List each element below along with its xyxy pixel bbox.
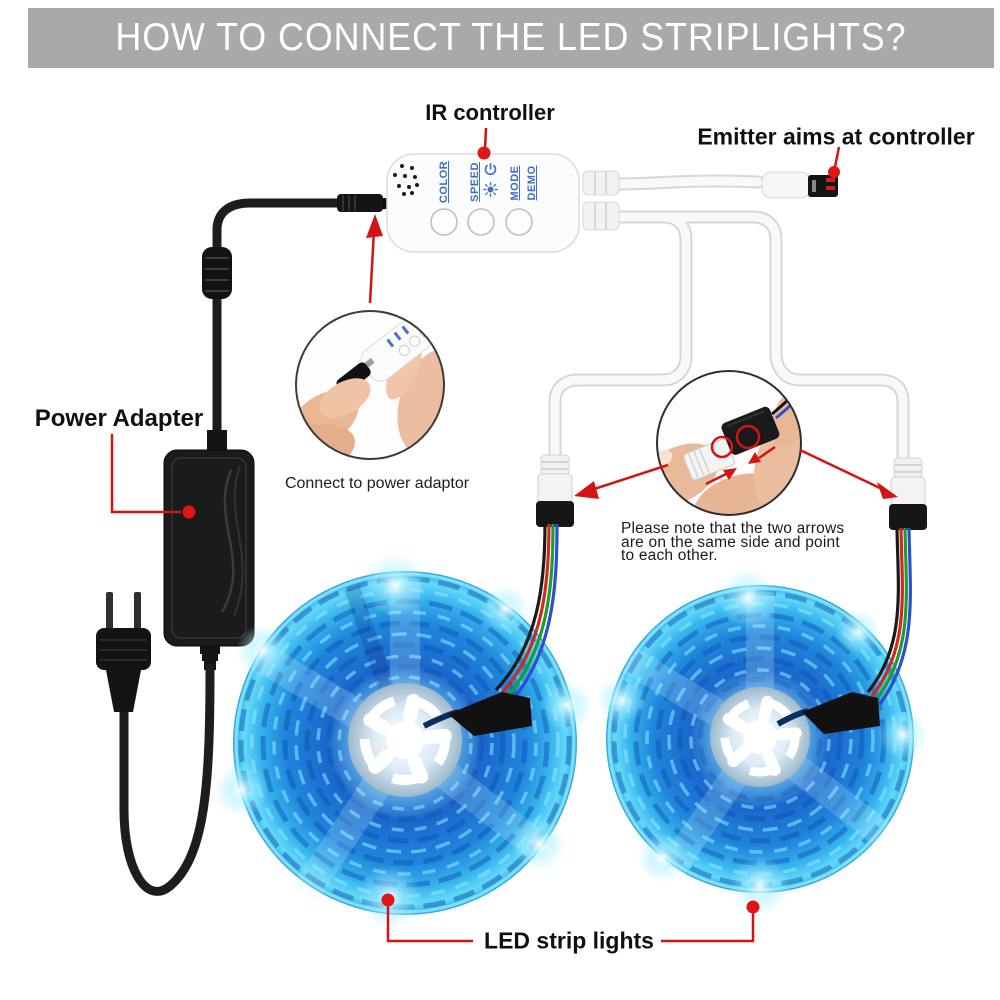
led-callout-dot-left xyxy=(381,893,395,907)
ir-callout-dot xyxy=(477,146,491,160)
led-callout-dot-right xyxy=(746,900,760,914)
inset-arrowhead-a xyxy=(723,468,737,480)
controller-label-color: COLOR xyxy=(438,160,450,204)
reel-lead-connector-left xyxy=(422,692,532,736)
led-reel-left xyxy=(214,553,593,930)
reel-hub-right xyxy=(710,687,810,787)
power-adapter-label: Power Adapter xyxy=(34,405,204,432)
ir-controller-device xyxy=(386,153,620,253)
speed-button xyxy=(467,208,495,236)
arrow-mark-circle-white xyxy=(710,435,734,459)
ribbon-cable-right xyxy=(866,527,912,705)
banner-title: HOW TO CONNECT THE LED STRIPLIGHTS? xyxy=(115,16,907,59)
connect-caption: Connect to power adaptor xyxy=(284,475,470,492)
ir-callout-line xyxy=(483,127,488,150)
arrows-note: Please note that the two arrows are on t… xyxy=(621,520,845,564)
controller-output-cables xyxy=(548,174,910,467)
power-adapter xyxy=(119,430,255,896)
red-arrowheads-dots xyxy=(182,146,898,914)
right-connector-arrowhead xyxy=(877,482,898,499)
banner: HOW TO CONNECT THE LED STRIPLIGHTS? xyxy=(28,8,994,68)
inset-connect-power xyxy=(295,310,445,460)
inset2-connectors xyxy=(683,406,780,481)
inset-arrows-note xyxy=(656,370,802,516)
left-connector-arrow-line xyxy=(587,463,669,493)
led-callout-line-left xyxy=(386,905,473,943)
sun-icon xyxy=(483,182,498,197)
power-callout-dot xyxy=(182,505,196,519)
controller-buttons xyxy=(430,208,533,236)
power-callout-line xyxy=(110,434,181,514)
led-reel-right xyxy=(596,568,928,916)
emitter-callout-dot xyxy=(828,166,840,178)
power-icon xyxy=(484,163,497,176)
reel-hub-left xyxy=(348,683,462,797)
controller-label-demo: DEMO xyxy=(526,165,538,201)
right-connector-arrow-line xyxy=(799,448,883,491)
jack-arrowhead xyxy=(366,214,383,238)
arrows-note-line: Please note that the two arrows xyxy=(621,520,845,537)
red-annotations xyxy=(110,127,883,943)
emitter-label: Emitter aims at controller xyxy=(697,123,975,150)
plug-prong xyxy=(134,592,141,632)
arrow-mark-circle-black xyxy=(735,424,761,450)
controller-label-mode: MODE xyxy=(509,165,521,201)
left-connector-arrowhead xyxy=(574,481,599,499)
ir-controller-label: IR controller xyxy=(425,100,555,125)
ferrite-bead xyxy=(202,247,232,299)
emitter-callout-line xyxy=(833,146,841,168)
inset-arrowhead-b xyxy=(748,452,761,464)
reel-lead-connector-right xyxy=(776,692,880,734)
mode-demo-button xyxy=(505,208,533,236)
arrows-note-line: to each other. xyxy=(621,547,718,564)
dc-jack xyxy=(337,194,390,212)
strip-connector-right xyxy=(889,457,927,530)
ribbon-cable-left xyxy=(494,523,559,704)
controller-out-ports xyxy=(582,170,620,231)
led-callout-line-right xyxy=(661,913,755,943)
inset-arrow-line-b xyxy=(758,445,776,460)
ir-receiver-dots xyxy=(393,164,419,196)
controller-label-speed: SPEED xyxy=(469,162,481,202)
ir-emitter xyxy=(761,171,838,199)
inset-arrow-line-a xyxy=(705,472,727,486)
color-button xyxy=(430,208,458,236)
power-plug xyxy=(96,592,151,712)
jack-arrow-line xyxy=(368,229,376,304)
power-cable xyxy=(202,198,343,441)
led-strips-label: LED strip lights xyxy=(484,927,654,954)
strip-connector-left xyxy=(536,454,574,527)
arrows-note-line: are on the same side and point xyxy=(621,533,840,551)
plug-prong xyxy=(106,592,113,632)
